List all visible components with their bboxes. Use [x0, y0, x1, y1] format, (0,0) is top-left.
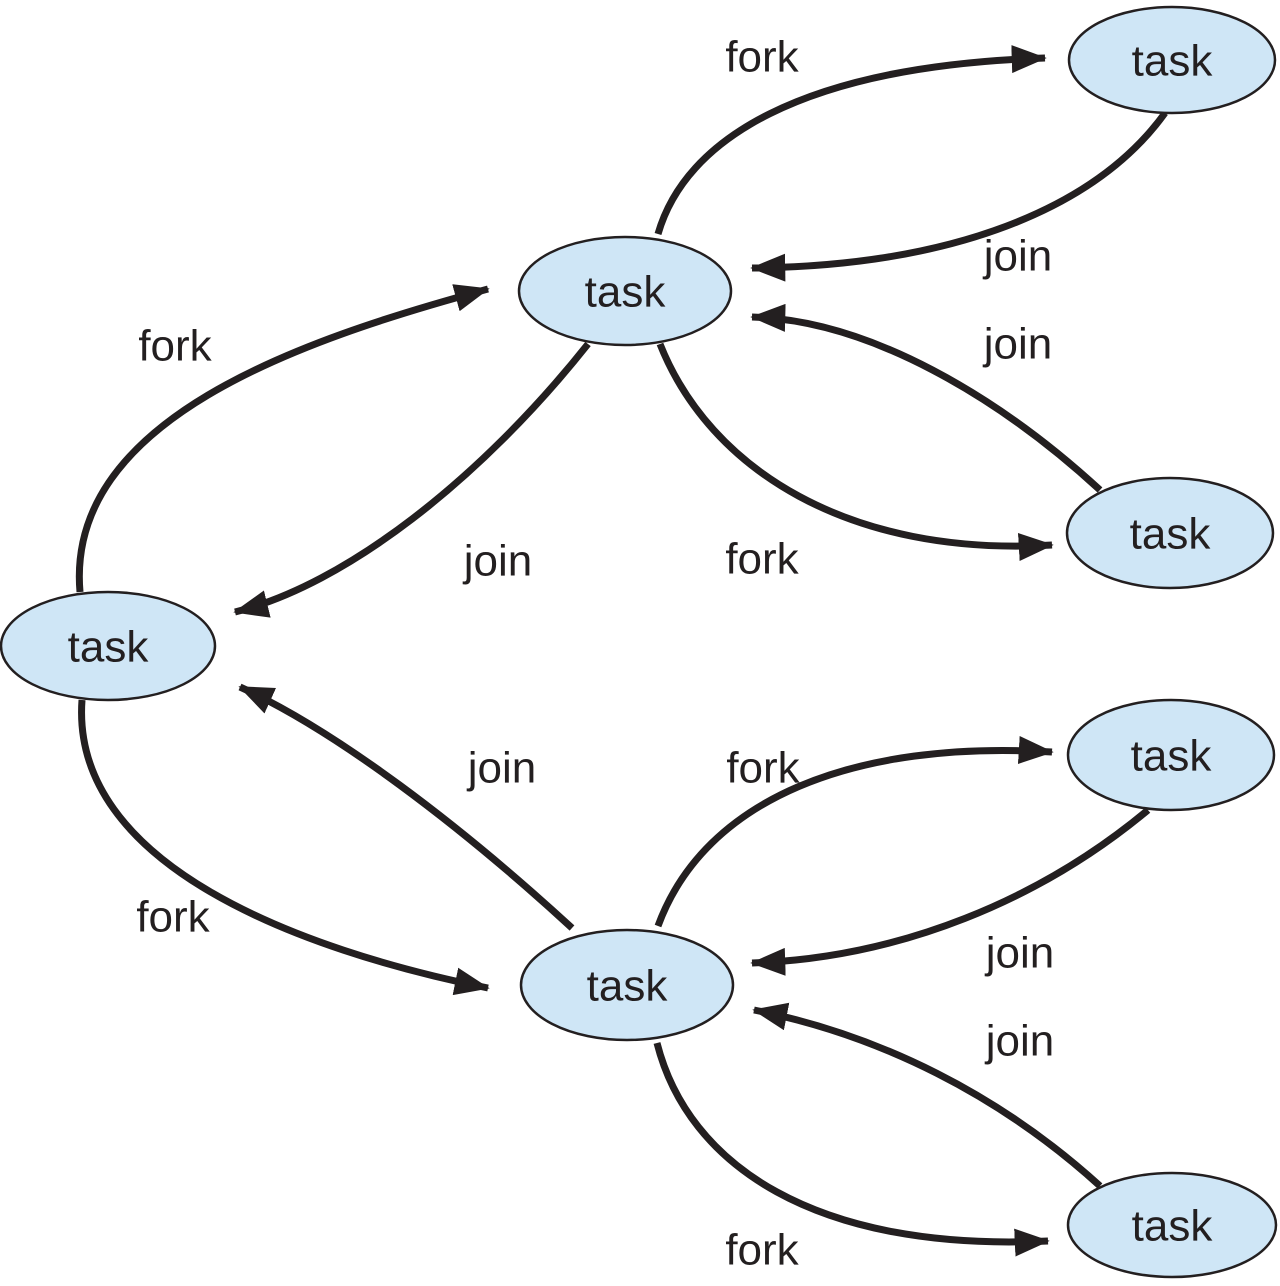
edge-label-join-lower-middle-to-left: join — [466, 743, 537, 792]
task-label: task — [585, 267, 667, 316]
edge-label-fork-lower-middle-to-right-lower: fork — [726, 743, 800, 792]
task-ellipse — [1067, 5, 1277, 115]
edge-fork-upper-middle-to-right-middle — [656, 342, 1054, 561]
node-task-lower-middle: task — [519, 928, 735, 1042]
task-label: task — [1132, 1201, 1214, 1250]
edge-label-join-right-lower-to-lower-middle: join — [984, 928, 1055, 977]
node-task-left: task — [0, 590, 217, 702]
node-task-upper-middle: task — [517, 235, 733, 347]
edge-join-right-middle-to-upper-middle — [750, 303, 1103, 493]
edge-label-join-right-middle-to-upper-middle: join — [982, 319, 1053, 368]
task-label: task — [1132, 36, 1214, 85]
edge-fork-left-to-upper-middle — [75, 284, 490, 593]
task-ellipse — [1066, 698, 1276, 812]
node-task-right-lower: task — [1066, 698, 1276, 812]
task-label: task — [1130, 509, 1212, 558]
edge-join-upper-middle-to-left — [233, 341, 591, 618]
edge-fork-left-to-lower-middle — [78, 699, 490, 996]
task-ellipse — [0, 590, 217, 702]
edge-join-bottom-right-to-lower-middle — [752, 1002, 1103, 1189]
edge-join-top-right-to-upper-middle — [750, 110, 1168, 282]
nodes-layer: task task task task task task task — [0, 5, 1278, 1279]
edge-fork-lower-middle-to-right-lower — [654, 736, 1054, 928]
task-ellipse — [517, 235, 733, 347]
edge-label-fork-left-to-upper-middle: fork — [138, 321, 212, 370]
edge-join-lower-middle-to-left — [238, 683, 575, 931]
edge-label-join-top-right-to-upper-middle: join — [982, 231, 1053, 280]
edge-fork-upper-middle-to-top-right — [654, 45, 1047, 235]
task-label: task — [587, 961, 669, 1010]
edge-label-fork-lower-middle-to-bottom-right: fork — [725, 1225, 799, 1274]
edge-label-join-bottom-right-to-lower-middle: join — [984, 1016, 1055, 1065]
edge-labels-layer: fork join join fork fork join fork join fork join… — [136, 32, 1054, 1274]
edges-layer — [75, 45, 1168, 1257]
task-ellipse — [519, 928, 735, 1042]
task-ellipse — [1066, 1171, 1278, 1279]
edge-label-join-upper-middle-to-left: join — [462, 536, 533, 585]
edge-fork-lower-middle-to-bottom-right — [653, 1042, 1050, 1257]
node-task-bottom-right: task — [1066, 1171, 1278, 1279]
edge-join-right-lower-to-lower-middle — [750, 807, 1151, 976]
edge-label-fork-upper-middle-to-right-middle: fork — [725, 534, 799, 583]
task-label: task — [68, 622, 150, 671]
task-ellipse — [1065, 476, 1275, 590]
edge-label-fork-left-to-lower-middle: fork — [136, 892, 210, 941]
node-task-top-right: task — [1067, 5, 1277, 115]
edge-label-fork-upper-middle-to-top-right: fork — [725, 32, 799, 81]
task-label: task — [1131, 731, 1213, 780]
node-task-right-middle: task — [1065, 476, 1275, 590]
